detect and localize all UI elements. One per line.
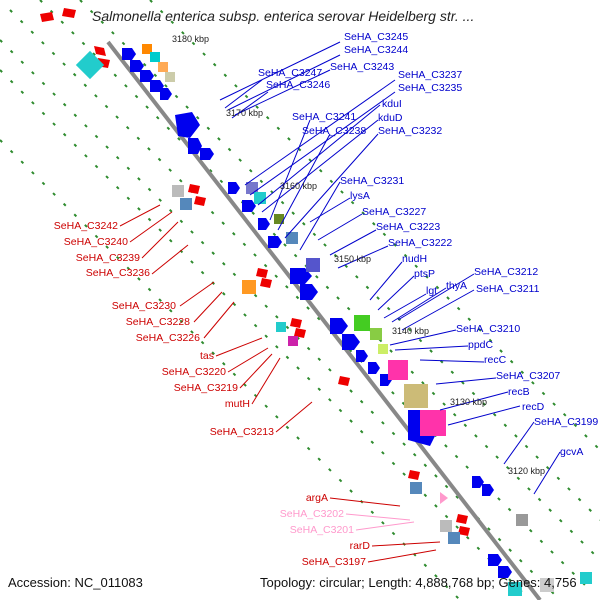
gene-label: SeHA_C3222	[388, 237, 452, 249]
gene-label: SeHA_C3238	[302, 125, 366, 137]
gene-label: SeHA_C3211	[476, 283, 540, 295]
gene-label: thyA	[446, 280, 467, 292]
gene-label: SeHA_C3246	[266, 79, 330, 91]
gene-label: SeHA_C3237	[398, 69, 462, 81]
gene-label: SeHA_C3242	[54, 220, 118, 232]
gene-label: SeHA_C3236	[86, 267, 150, 279]
kbp-label: 3140 kbp	[392, 326, 429, 336]
gene-label: rarD	[350, 540, 371, 552]
kbp-scale: 3180 kbp 3170 kbp 3160 kbp 3150 kbp 3140…	[172, 34, 545, 476]
gene-label: SeHA_C3247	[258, 67, 322, 79]
gene-label: SeHA_C3227	[362, 206, 426, 218]
gene-label: SeHA_C3235	[398, 82, 462, 94]
kbp-label: 3180 kbp	[172, 34, 209, 44]
right-leader-lines	[219, 41, 561, 495]
accession-text: Accession: NC_011083	[8, 575, 143, 590]
gene-label: SeHA_C3223	[376, 221, 440, 233]
gene-label: ppdC	[468, 339, 494, 351]
gene-label: gcvA	[560, 446, 583, 458]
gene-label: lgt	[426, 285, 437, 297]
gene-label: mutH	[225, 398, 250, 410]
gene-label: nudH	[402, 253, 427, 265]
feature-blocks	[75, 44, 592, 596]
gene-label: SeHA_C3210	[456, 323, 520, 335]
kbp-label: 3130 kbp	[450, 397, 487, 407]
gene-label: SeHA_C3241	[292, 111, 356, 123]
gene-label: kduI	[382, 98, 402, 110]
gene-label: argA	[306, 492, 328, 504]
kbp-label: 3120 kbp	[508, 466, 545, 476]
kbp-label: 3150 kbp	[334, 254, 371, 264]
forward-genes[interactable]	[40, 8, 470, 536]
rna-leader-lines	[345, 513, 415, 531]
gene-label: SeHA_C3207	[496, 370, 560, 382]
gene-label: tas	[200, 350, 214, 362]
gene-label: SeHA_C3213	[210, 426, 274, 438]
kbp-label: 3160 kbp	[280, 181, 317, 191]
gene-label: SeHA_C3245	[344, 31, 408, 43]
gene-label: SeHA_C3212	[474, 266, 538, 278]
gene-label: kduD	[378, 112, 403, 124]
left-gene-labels[interactable]: SeHA_C3242 SeHA_C3240 SeHA_C3239 SeHA_C3…	[54, 220, 371, 568]
gene-label: SeHA_C3228	[126, 316, 190, 328]
gene-label: SeHA_C3197	[302, 556, 366, 568]
gene-label: recD	[522, 401, 545, 413]
reverse-genes[interactable]	[122, 48, 512, 578]
gene-label: lysA	[350, 190, 370, 202]
gene-label: recC	[484, 354, 507, 366]
gene-label: SeHA_C3219	[174, 382, 238, 394]
gene-label: SeHA_C3220	[162, 366, 226, 378]
map-title: Salmonella enterica subsp. enterica sero…	[92, 8, 475, 24]
gene-label: SeHA_C3240	[64, 236, 128, 248]
right-gene-labels[interactable]: SeHA_C3245 SeHA_C3244 SeHA_C3243 SeHA_C3…	[258, 31, 598, 458]
gene-label: SeHA_C3226	[136, 332, 200, 344]
gene-label: ptsP	[414, 268, 435, 280]
gene-label: SeHA_C3199	[534, 416, 598, 428]
gene-label: SeHA_C3230	[112, 300, 176, 312]
gene-label: SeHA_C3243	[330, 61, 394, 73]
gene-label: SeHA_C3202	[280, 508, 344, 520]
gene-label: SeHA_C3231	[340, 175, 404, 187]
left-leader-lines	[119, 204, 441, 563]
gene-label: SeHA_C3201	[290, 524, 354, 536]
gene-label: SeHA_C3232	[378, 125, 442, 137]
gene-label: SeHA_C3244	[344, 44, 408, 56]
gene-label: SeHA_C3239	[76, 252, 140, 264]
kbp-label: 3170 kbp	[226, 108, 263, 118]
topology-summary: Topology: circular; Length: 4,888,768 bp…	[260, 575, 577, 590]
gene-label: recB	[508, 386, 530, 398]
